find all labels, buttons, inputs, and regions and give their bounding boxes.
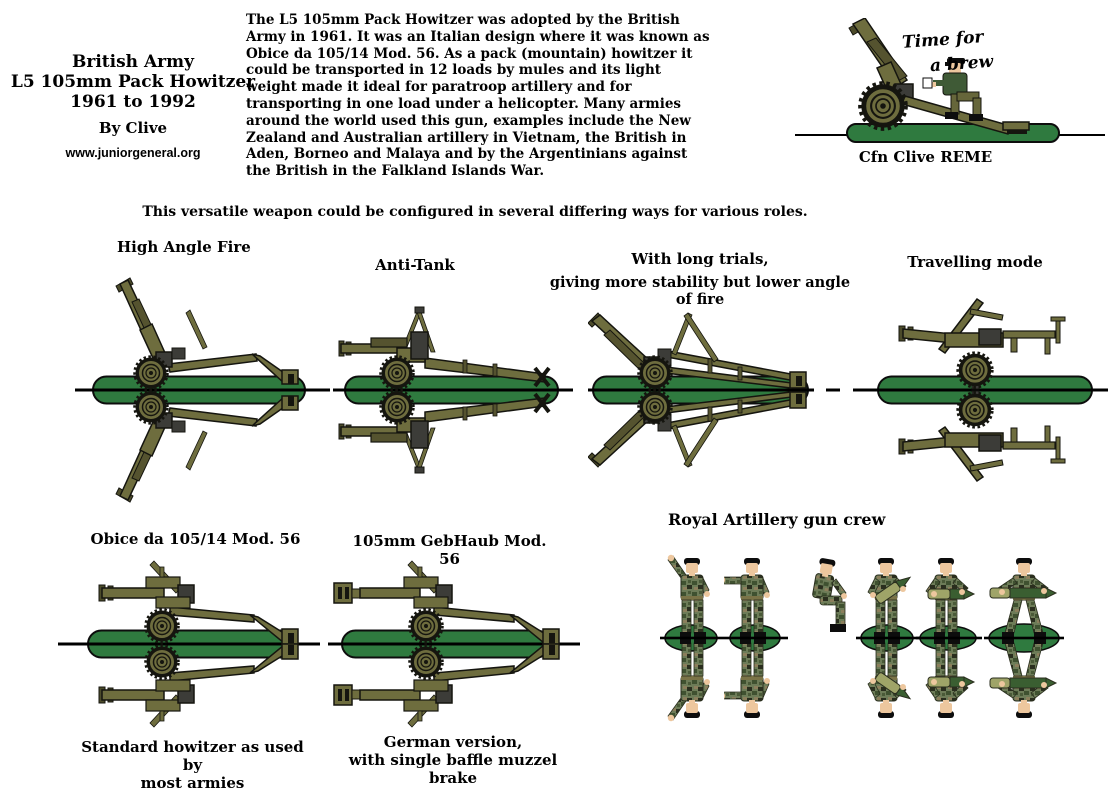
howitzer-figure-anti-tank xyxy=(333,306,573,490)
crew-figure-pointer xyxy=(724,558,788,723)
intro-line: the British in the Falkland Islands War. xyxy=(246,163,545,180)
page-title-line1: British Army xyxy=(72,52,194,72)
intro-line: Zealand and Australian artillery in Viet… xyxy=(246,129,687,146)
config-label-high-angle: High Angle Fire xyxy=(117,238,251,256)
variant-caption-gebhaub: German version, with single baffle muzze… xyxy=(328,733,578,787)
intro-line: transporting in one load under a helicop… xyxy=(246,95,682,112)
howitzer-figure-travelling xyxy=(853,297,1108,487)
artist-credit: Cfn Clive REME xyxy=(858,148,993,166)
page-title-line2: L5 105mm Pack Howitzer xyxy=(10,72,256,92)
config-label-travelling: Travelling mode xyxy=(907,253,1043,271)
byline: By Clive xyxy=(98,119,168,137)
crew-figure-signaller xyxy=(660,554,724,723)
intro-line: The L5 105mm Pack Howitzer was adopted b… xyxy=(246,12,680,28)
intro-line: could be transported in 12 loads by mule… xyxy=(246,62,662,79)
intro-line: around the world used this gun, examples… xyxy=(246,112,691,129)
crew-title: Royal Artillery gun crew xyxy=(668,510,886,529)
crew-figure-loader-shell-diagonal xyxy=(856,558,920,723)
variant-label-obice: Obice da 105/14 Mod. 56 xyxy=(90,530,301,548)
vignette-howitzer-figure xyxy=(795,18,1105,143)
intro-line: Aden, Borneo and Malaya and by the Argen… xyxy=(246,146,688,163)
crew-figure-rammer-long-shell xyxy=(984,558,1064,723)
variant-label-gebhaub: 105mm GebHaub Mod. 56 xyxy=(352,532,547,568)
howitzer-figure-gebhaub xyxy=(328,560,580,733)
intro-line: Army in 1961. It was an Italian design w… xyxy=(246,28,710,45)
page-title: British Army L5 105mm Pack Howitzer 1961… xyxy=(8,52,258,112)
config-label-long-trails-2: giving more stability but lower angle of… xyxy=(549,274,851,308)
website-url: www.juniorgeneral.org xyxy=(65,146,201,160)
variant-caption-obice-1: Standard howitzer as used by xyxy=(81,738,304,774)
section-subtitle: This versatile weapon could be configure… xyxy=(142,204,808,220)
crew-figure-loader-shell-horizontal xyxy=(916,558,982,723)
variant-caption-gebhaub-2: with single baffle muzzel brake xyxy=(348,751,558,787)
intro-paragraph: The L5 105mm Pack Howitzer was adopted b… xyxy=(246,12,710,180)
variant-caption-obice: Standard howitzer as used by most armies xyxy=(75,738,310,792)
intro-line: weight made it ideal for paratroop artil… xyxy=(246,79,632,96)
config-label-long-trails-1: With long trials, xyxy=(631,250,769,268)
variant-caption-obice-2: most armies xyxy=(140,774,245,792)
config-label-anti-tank: Anti-Tank xyxy=(375,256,455,274)
howitzer-figure-long-trails xyxy=(588,312,840,487)
page-title-line3: 1961 to 1992 xyxy=(70,92,196,112)
variant-caption-gebhaub-1: German version, xyxy=(383,733,523,751)
crew-figure-seated xyxy=(812,557,847,632)
howitzer-figure-high-angle xyxy=(75,277,330,508)
howitzer-figure-obice xyxy=(58,560,320,733)
intro-line: Obice da 105/14 Mod. 56. As a pack (moun… xyxy=(246,45,693,62)
